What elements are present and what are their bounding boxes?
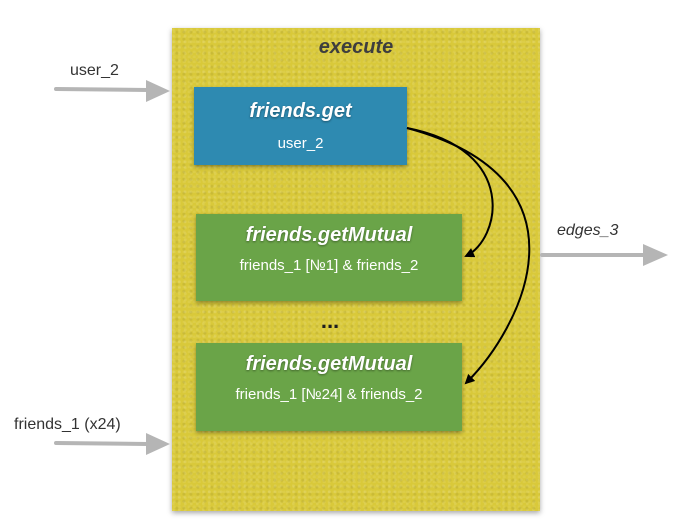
input-user-label: user_2 — [70, 62, 119, 79]
get-mutual-first-box: friends.getMutual friends_1 [№1] & frien… — [196, 214, 462, 301]
friends-get-title: friends.get — [249, 100, 352, 122]
execute-title: execute — [318, 36, 394, 58]
input-friends-arrow — [54, 433, 170, 455]
curve-arrow-first — [406, 127, 494, 258]
get-mutual-first-title: friends.getMutual — [245, 224, 413, 246]
curve-arrow-last — [406, 127, 531, 385]
input-friends-label: friends_1 (x24) — [14, 416, 121, 433]
output-edges-arrow — [540, 244, 668, 266]
output-edges-label: edges_3 — [557, 222, 619, 239]
ellipsis: ... — [320, 308, 340, 333]
get-mutual-last-box: friends.getMutual friends_1 [№24] & frie… — [196, 343, 462, 431]
get-mutual-last-title: friends.getMutual — [245, 353, 413, 375]
friends-get-param: user_2 — [277, 135, 324, 152]
get-mutual-first-param: friends_1 [№1] & friends_2 — [239, 257, 419, 274]
friends-get-box: friends.get user_2 — [194, 87, 407, 165]
get-mutual-last-param: friends_1 [№24] & friends_2 — [235, 386, 423, 403]
input-user-arrow — [54, 80, 170, 102]
